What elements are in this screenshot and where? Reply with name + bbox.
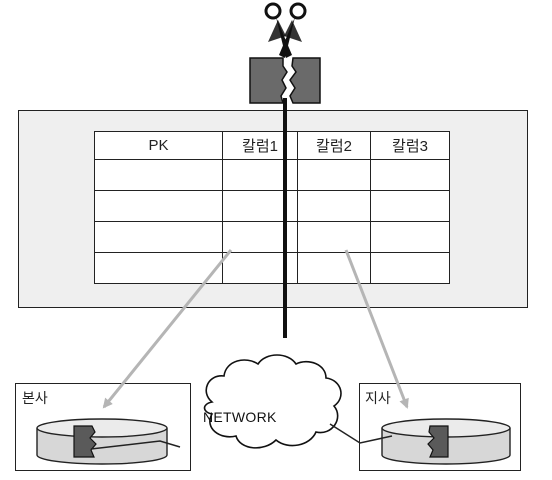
- hq-site-label: 본사: [22, 390, 48, 406]
- database-cylinder-icon: [381, 418, 511, 465]
- hq-network-link: [90, 440, 181, 450]
- arrow-to-branch: [344, 249, 409, 409]
- branch-site-label: 지사: [365, 390, 391, 406]
- column-header-3: 칼럼3: [370, 131, 450, 160]
- cut-fragment-icon: [249, 57, 321, 104]
- network-cloud-icon: [203, 354, 342, 449]
- table-row: [94, 159, 450, 191]
- column-header-2: 칼럼2: [297, 131, 371, 160]
- database-cylinder-icon: [36, 418, 168, 465]
- branch-network-link: [329, 423, 393, 444]
- network-label: NETWORK: [203, 409, 277, 425]
- arrow-to-hq: [102, 249, 233, 409]
- scissors-icon: [264, 2, 307, 58]
